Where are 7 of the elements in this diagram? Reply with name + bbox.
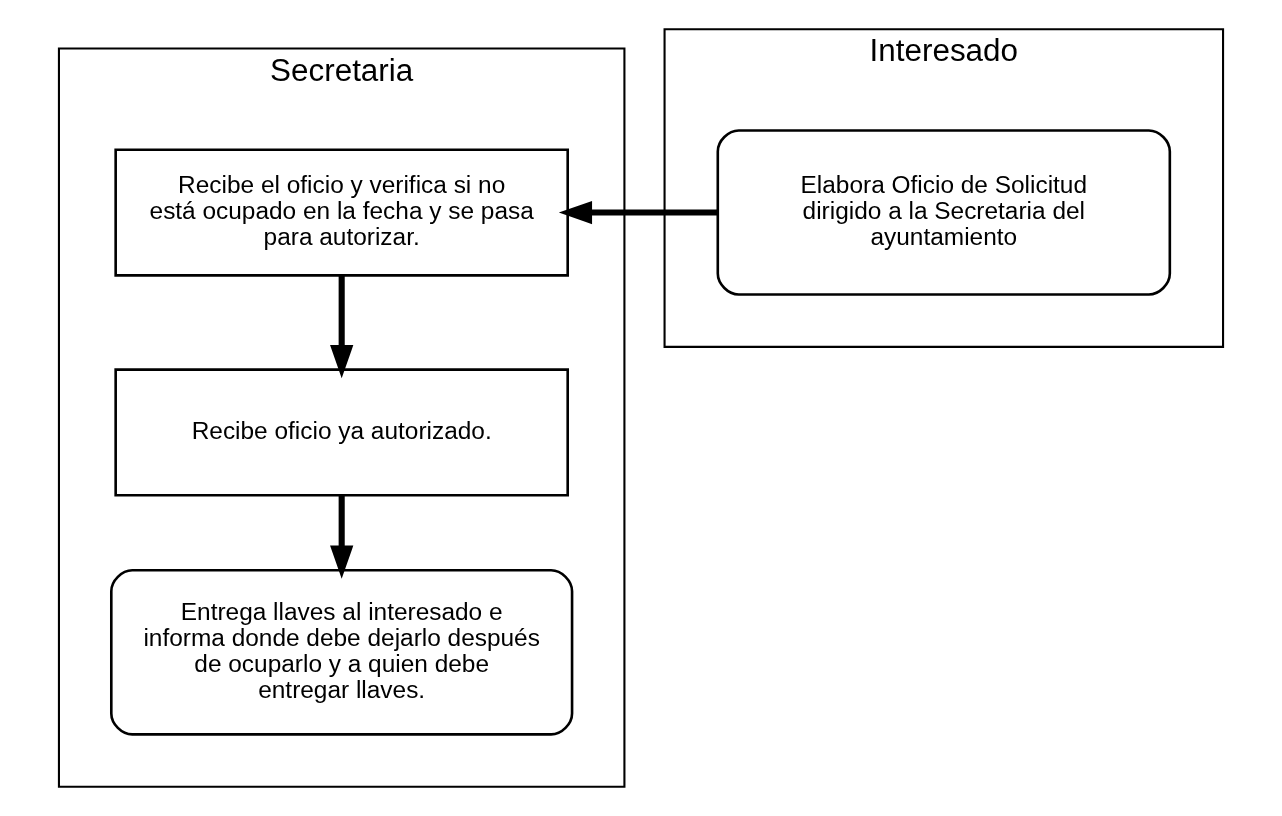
node-box: Recibe el oficio y verifica si no está ocupado en la fecha y se pasa para autorizar. xyxy=(114,148,569,277)
node-box: Entrega llaves al interesado e informa donde debe dejarlo después de ocuparlo y a quien debe entregar llaves. xyxy=(110,569,574,736)
node-box: Elabora Oficio de Solicitud dirigido a la Secretaria del ayuntamiento xyxy=(716,129,1172,296)
arrow xyxy=(330,495,354,579)
node-box: Recibe oficio ya autorizado. xyxy=(114,368,569,497)
arrow xyxy=(330,275,354,379)
arrow xyxy=(558,200,718,225)
